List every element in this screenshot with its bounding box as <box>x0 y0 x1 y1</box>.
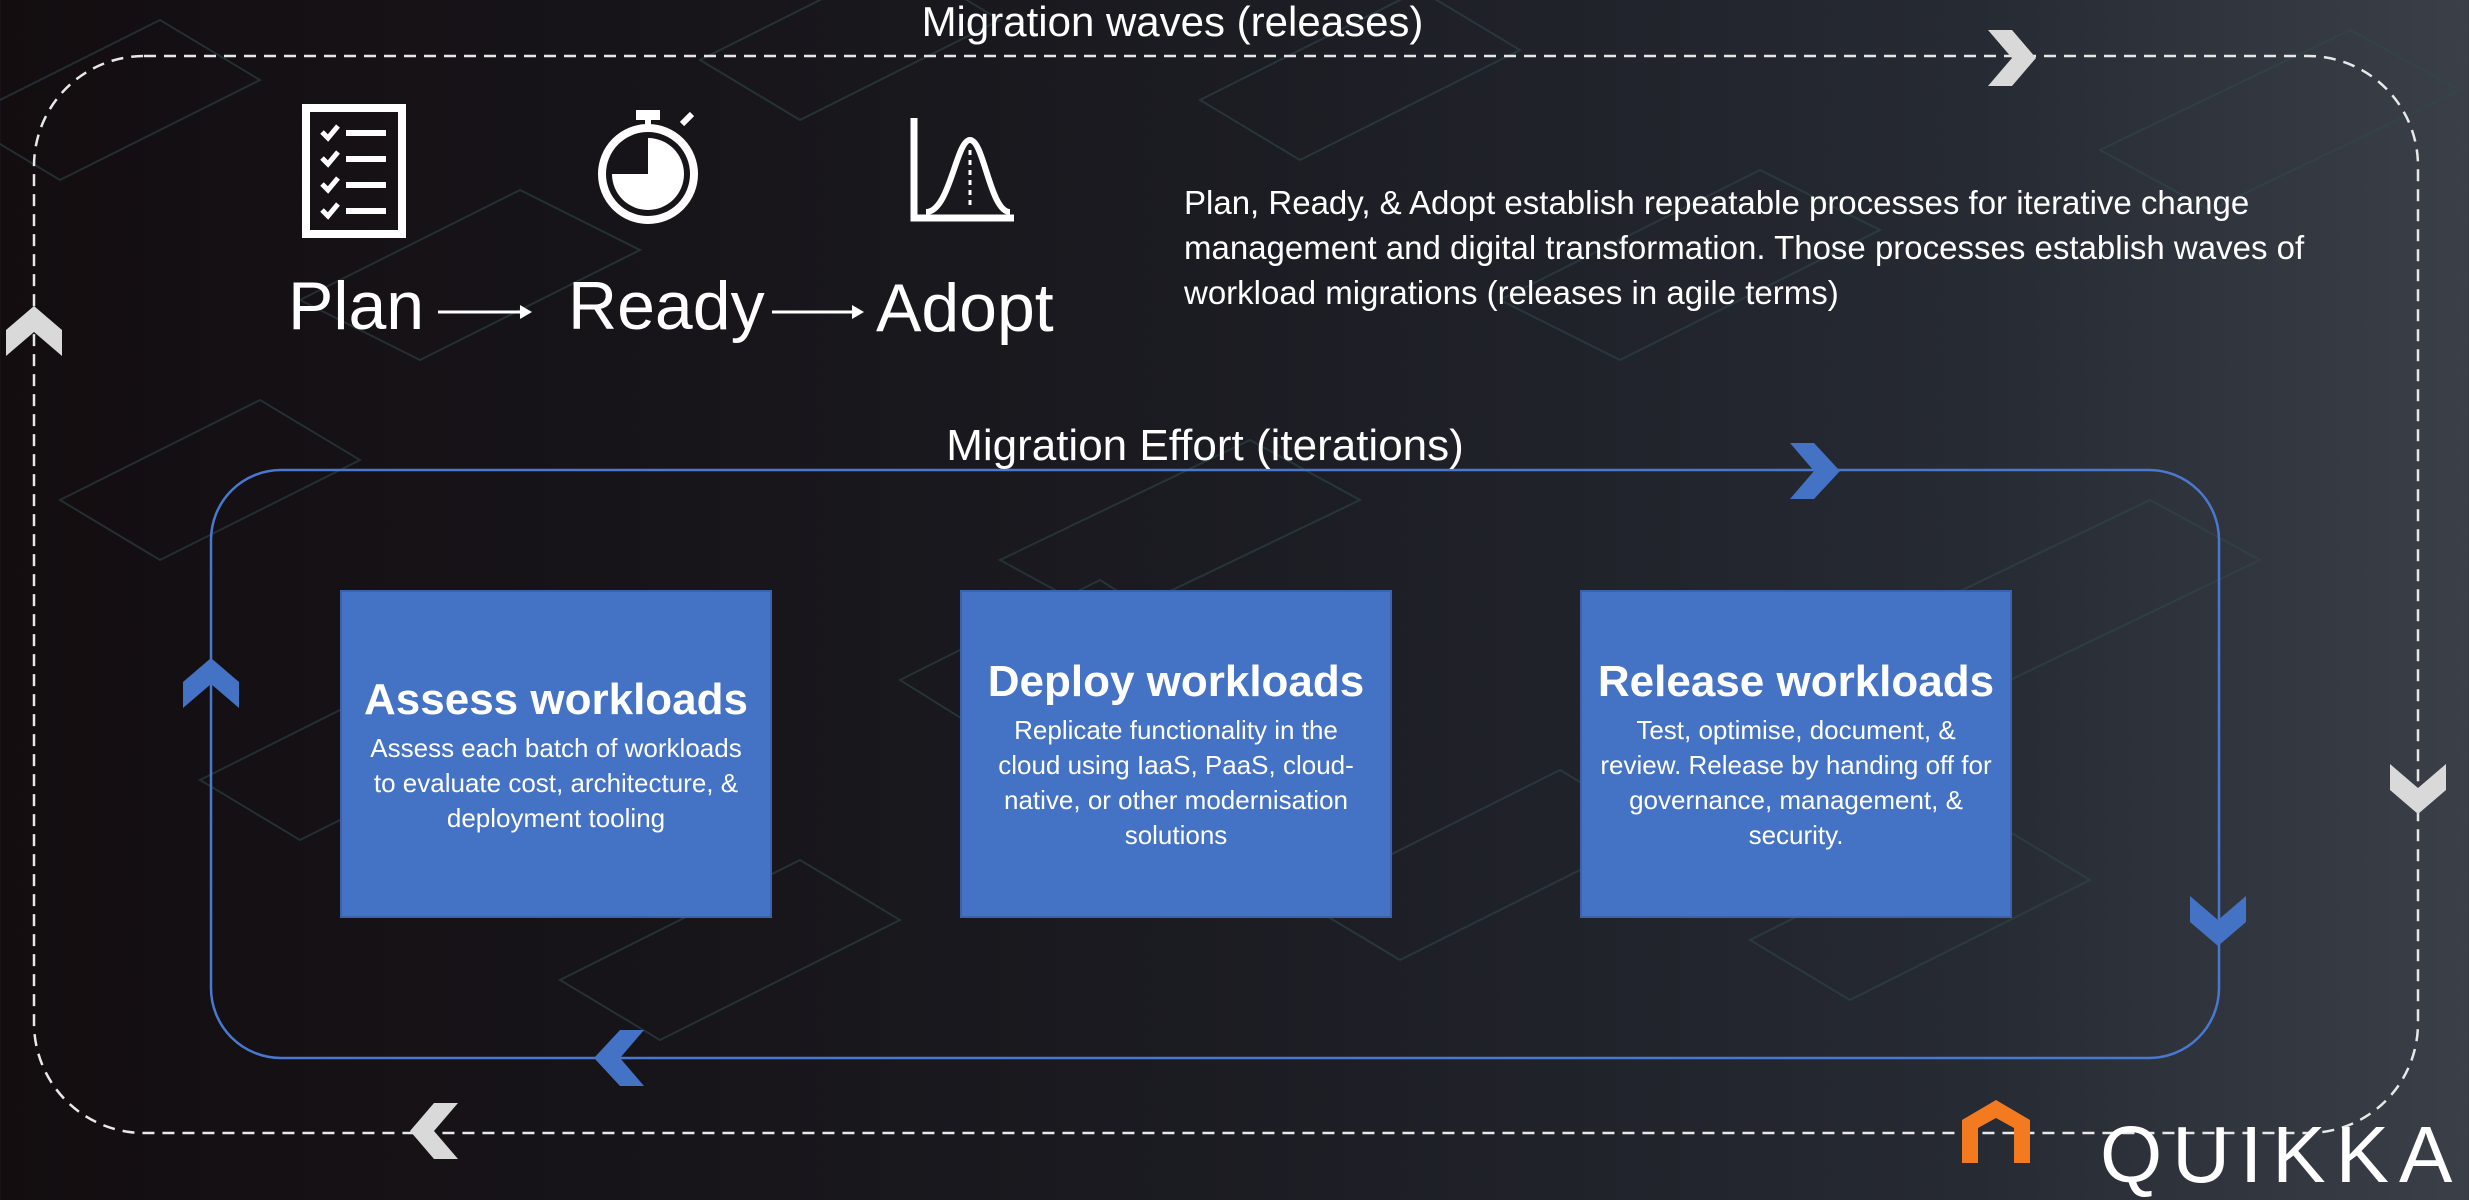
deploy-workloads-card: Deploy workloads Replicate functionality… <box>960 590 1392 918</box>
inner-loop-title: Migration Effort (iterations) <box>946 421 1464 470</box>
assess-workloads-card: Assess workloads Assess each batch of wo… <box>340 590 772 918</box>
outer-chevron-left-icon <box>410 1103 458 1159</box>
inner-loop-path <box>209 468 2221 1060</box>
card-text: Test, optimise, document, & review. Rele… <box>1600 715 1992 850</box>
outer-chevron-right-icon <box>1988 30 2036 86</box>
inner-chevron-down-icon <box>2190 896 2246 946</box>
card-title: Release workloads <box>1597 657 1995 706</box>
card-title: Assess workloads <box>364 674 748 724</box>
phase-description: Plan, Ready, & Adopt establish repeatabl… <box>1184 184 2305 311</box>
quikka-logo-text: QUIKKA <box>2100 1110 2463 1199</box>
phase-label-plan: Plan <box>288 268 425 344</box>
quikka-logo-icon <box>1962 1100 2030 1163</box>
release-workloads-card: Release workloads Test, optimise, docume… <box>1580 590 2012 918</box>
phase-arrow <box>438 305 532 319</box>
outer-chevron-up-icon <box>6 306 62 356</box>
inner-chevron-right-icon <box>1790 443 1840 499</box>
inner-chevron-left-icon <box>594 1030 644 1086</box>
outer-chevron-down-icon <box>2390 764 2446 814</box>
checklist-icon <box>302 104 406 238</box>
card-title: Deploy workloads <box>987 657 1365 706</box>
card-text: Replicate functionality in the cloud usi… <box>998 715 1354 850</box>
outer-loop-title: Migration waves (releases) <box>921 0 1424 45</box>
card-text: Assess each batch of workloads to evalua… <box>370 732 742 833</box>
bell-curve-chart-icon <box>910 118 1014 222</box>
inner-chevron-up-icon <box>183 658 239 708</box>
outer-loop-path <box>32 54 2420 1135</box>
stopwatch-icon <box>598 110 698 224</box>
phase-label-adopt: Adopt <box>876 270 1054 346</box>
phase-arrow <box>772 305 864 319</box>
diagram-canvas <box>0 0 2463 1163</box>
phase-label-ready: Ready <box>568 268 765 344</box>
